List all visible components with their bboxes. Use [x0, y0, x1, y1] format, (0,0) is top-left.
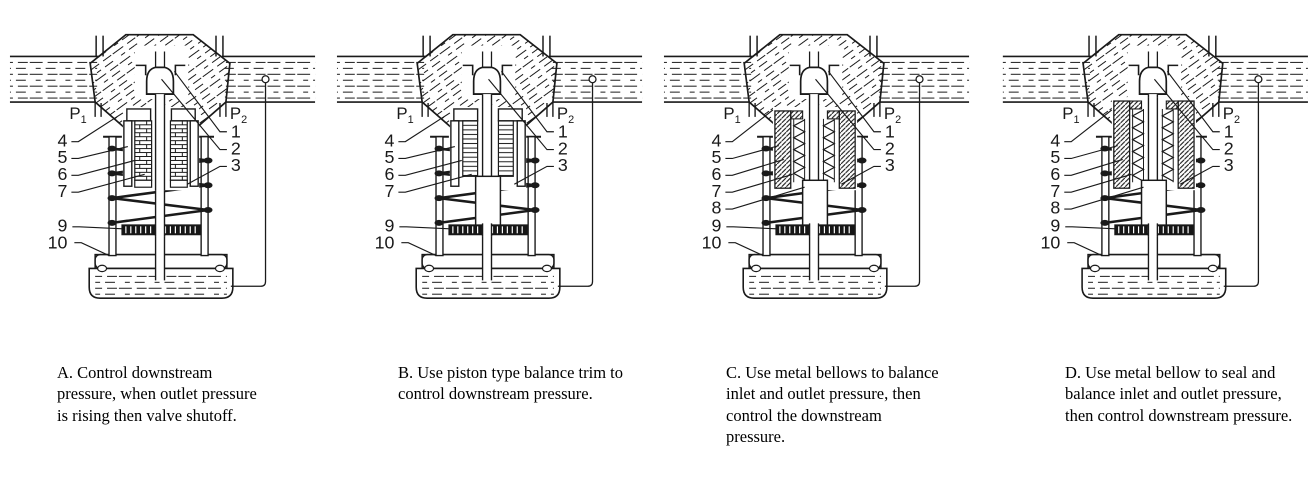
- pressure-tap-icon: [261, 75, 270, 84]
- component-label-3: 3: [231, 155, 241, 175]
- component-label-2: 2: [1224, 138, 1234, 158]
- component-label-2: 2: [231, 138, 241, 158]
- component-label-9: 9: [58, 216, 68, 236]
- component-label-3: 3: [885, 155, 895, 175]
- component-label-5: 5: [58, 147, 68, 167]
- component-label-6: 6: [1050, 164, 1060, 184]
- component-label-6: 6: [712, 164, 722, 184]
- component-label-10: 10: [48, 232, 68, 252]
- component-label-10: 10: [702, 232, 722, 252]
- component-label-2: 2: [885, 138, 895, 158]
- component-label-3: 3: [558, 155, 568, 175]
- component-label-9: 9: [712, 216, 722, 236]
- caption-a: A. Control downstream pressure, when out…: [57, 363, 257, 425]
- component-label-6: 6: [58, 164, 68, 184]
- port-label-p2: P2: [1223, 104, 1240, 126]
- component-label-4: 4: [712, 130, 722, 150]
- component-label-5: 5: [712, 147, 722, 167]
- component-label-4: 4: [385, 130, 395, 150]
- component-label-7: 7: [385, 181, 395, 201]
- component-label-9: 9: [1050, 216, 1060, 236]
- component-label-3: 3: [1224, 155, 1234, 175]
- caption-c: C. Use metal bellows to balance inlet an…: [726, 363, 939, 447]
- component-label-8: 8: [712, 198, 722, 218]
- component-label-5: 5: [385, 147, 395, 167]
- component-label-1: 1: [1224, 121, 1234, 141]
- port-label-p2: P2: [230, 104, 247, 126]
- component-label-8: 8: [1050, 198, 1060, 218]
- component-label-1: 1: [885, 121, 895, 141]
- component-label-7: 7: [58, 181, 68, 201]
- caption-d: D. Use metal bellow to seal and balance …: [1065, 363, 1293, 425]
- port-label-p1: P1: [723, 104, 740, 126]
- component-label-2: 2: [558, 138, 568, 158]
- caption-b: B. Use piston type balance trim to contr…: [398, 363, 623, 404]
- pressure-tap-icon: [915, 75, 924, 84]
- component-label-1: 1: [558, 121, 568, 141]
- port-label-p2: P2: [557, 104, 574, 126]
- port-label-p2: P2: [884, 104, 901, 126]
- component-label-4: 4: [1050, 130, 1060, 150]
- port-label-p1: P1: [396, 104, 413, 126]
- component-label-1: 1: [231, 121, 241, 141]
- port-label-p1: P1: [1062, 104, 1079, 126]
- pressure-tap-icon: [1254, 75, 1263, 84]
- component-label-4: 4: [58, 130, 68, 150]
- component-label-7: 7: [712, 181, 722, 201]
- component-label-5: 5: [1050, 147, 1060, 167]
- component-label-10: 10: [1040, 232, 1060, 252]
- component-label-6: 6: [385, 164, 395, 184]
- port-label-p1: P1: [69, 104, 86, 126]
- component-label-7: 7: [1050, 181, 1060, 201]
- component-label-9: 9: [385, 216, 395, 236]
- pressure-tap-icon: [588, 75, 597, 84]
- component-label-10: 10: [375, 232, 395, 252]
